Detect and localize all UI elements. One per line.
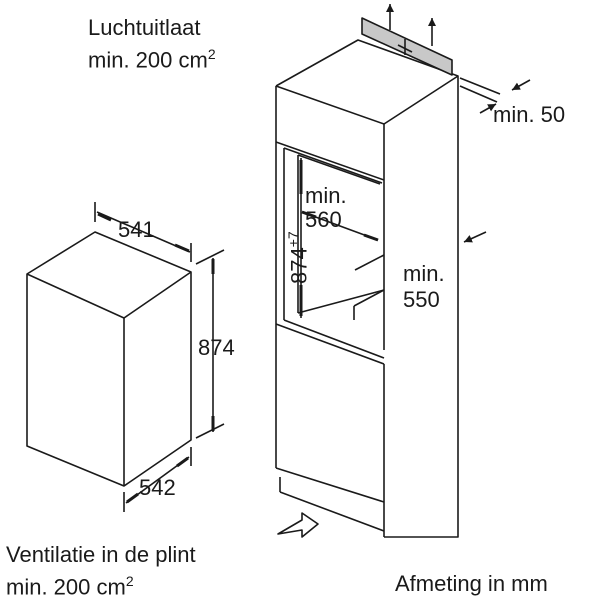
niche-depth-value: 550 (403, 287, 440, 312)
appliance-depth-label: 542 (139, 475, 176, 500)
appliance-width-label: 541 (118, 217, 155, 242)
outlet-title: Luchtuitlaat (88, 15, 201, 40)
outlet-area: min. 200 cm2 (88, 46, 216, 73)
appliance-height-dimension (195, 249, 225, 439)
units-note: Afmeting in mm (395, 571, 548, 596)
niche-depth-arrow (463, 231, 487, 243)
niche-width-dimension (301, 210, 379, 242)
appliance-box (26, 231, 192, 487)
niche-depth-min-label: min. (403, 261, 445, 286)
min-50-dimension (459, 77, 531, 114)
outlet-vent-grille (361, 17, 453, 76)
appliance-width-dimension (94, 202, 192, 262)
niche-cabinet (275, 39, 459, 538)
inlet-title: Ventilatie in de plint (6, 542, 196, 567)
appliance-height-label: 874 (198, 335, 235, 360)
niche-width-value: 560 (305, 207, 342, 232)
niche-width-min-label: min. (305, 183, 347, 208)
niche-height-label: 874+7 (285, 231, 312, 284)
inlet-arrow (277, 512, 319, 538)
inlet-area: min. 200 cm2 (6, 573, 134, 600)
appliance-depth-dimension (123, 447, 192, 512)
min-50-label: min. 50 (493, 102, 566, 127)
